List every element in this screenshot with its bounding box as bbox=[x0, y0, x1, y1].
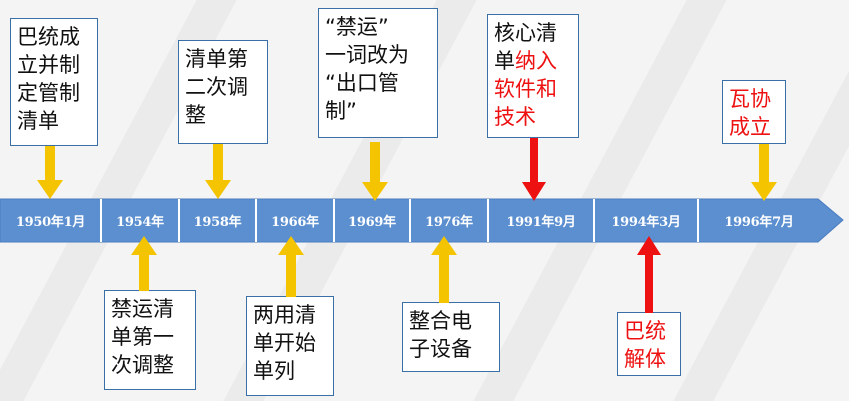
event-text-line: 整合电 bbox=[409, 309, 472, 333]
event-text-line: 立并制 bbox=[17, 53, 80, 77]
event-box-1991: 核心清 单纳入 软件和 技术 bbox=[487, 14, 579, 138]
event-text-line: “禁运” bbox=[325, 15, 389, 39]
event-text-highlight: 瓦协 bbox=[729, 87, 771, 111]
event-text-line: 一词改为 bbox=[325, 43, 409, 67]
timeline-label-1958: 1958年 bbox=[193, 215, 242, 230]
event-text-line: 巴统成 bbox=[17, 25, 80, 49]
event-box-1950: 巴统成 立并制 定管制 清单 bbox=[10, 18, 98, 146]
event-text-line: 单第一 bbox=[111, 325, 174, 349]
event-text-line: 子设备 bbox=[409, 337, 472, 361]
event-text-highlight: 解体 bbox=[624, 347, 666, 371]
down-arrow-icon bbox=[751, 144, 777, 201]
up-arrow-icon bbox=[131, 236, 157, 291]
event-box-1996: 瓦协 成立 bbox=[722, 80, 786, 144]
event-text-line: 单列 bbox=[253, 359, 295, 383]
timeline-label-1966: 1966年 bbox=[271, 215, 319, 230]
timeline-label-1969: 1969年 bbox=[348, 215, 396, 230]
event-text-highlight: 技术 bbox=[494, 105, 536, 129]
event-text-highlight: 软件和 bbox=[494, 77, 557, 101]
event-text-line: “出口管 bbox=[325, 71, 399, 95]
timeline-label-1991: 1991年9月 bbox=[506, 215, 576, 230]
event-text-line: 清单 bbox=[17, 109, 59, 133]
event-text-line: 二次调 bbox=[185, 75, 248, 99]
event-text-highlight: 纳入 bbox=[515, 49, 557, 73]
event-text-line: 两用清 bbox=[253, 303, 316, 327]
event-text-line: 制” bbox=[325, 99, 357, 123]
event-text-line: 单开始 bbox=[253, 331, 316, 355]
event-box-1958: 清单第 二次调 整 bbox=[178, 40, 268, 144]
event-box-1969: “禁运” 一词改为 “出口管 制” bbox=[318, 8, 438, 138]
down-arrow-icon bbox=[205, 144, 231, 199]
down-arrow-icon bbox=[522, 138, 546, 201]
event-text-highlight: 成立 bbox=[729, 115, 771, 139]
event-text-fragment: 单 bbox=[494, 49, 515, 73]
event-text-line: 整 bbox=[185, 103, 206, 127]
up-arrow-icon bbox=[431, 236, 457, 303]
up-arrow-icon bbox=[637, 236, 661, 313]
event-text-line: 定管制 bbox=[17, 81, 80, 105]
timeline-label-1994: 1994年3月 bbox=[611, 215, 681, 230]
timeline-label-1976: 1976年 bbox=[425, 215, 473, 230]
timeline-bar bbox=[0, 192, 849, 248]
down-arrow-icon bbox=[362, 142, 388, 201]
event-text-line: 单纳入 bbox=[494, 47, 572, 75]
event-box-1966: 两用清 单开始 单列 bbox=[246, 296, 334, 396]
event-box-1976: 整合电 子设备 bbox=[402, 302, 500, 372]
event-text-line: 禁运清 bbox=[111, 297, 174, 321]
event-box-1954: 禁运清 单第一 次调整 bbox=[104, 290, 196, 390]
timeline-label-1954: 1954年 bbox=[116, 215, 164, 230]
event-text-line: 次调整 bbox=[111, 353, 174, 377]
event-text-line: 核心清 bbox=[494, 21, 557, 45]
event-text-line: 清单第 bbox=[185, 47, 248, 71]
timeline-label-1950: 1950年1月 bbox=[15, 215, 86, 230]
event-box-1994: 巴统 解体 bbox=[617, 312, 681, 376]
down-arrow-icon bbox=[37, 146, 63, 199]
event-text-highlight: 巴统 bbox=[624, 319, 666, 343]
up-arrow-icon bbox=[278, 236, 304, 297]
timeline-label-1996: 1996年7月 bbox=[724, 215, 794, 230]
